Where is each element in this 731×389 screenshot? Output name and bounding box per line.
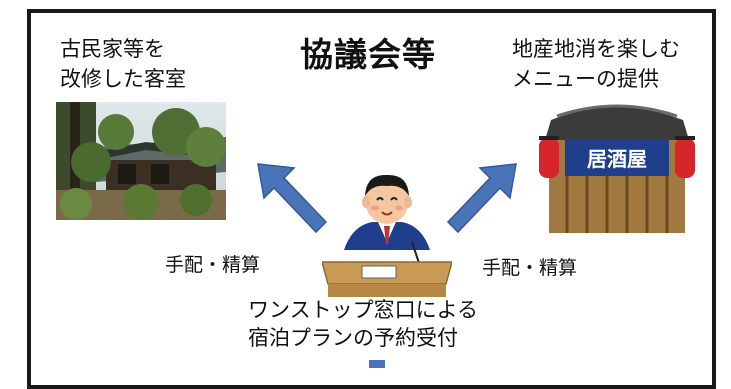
arrange-settle-label-right: 手配・精算	[482, 257, 578, 279]
one-stop-desk-label-line1: ワンストップ窓口による	[248, 298, 478, 322]
izakaya-illustration: 居酒屋	[539, 104, 695, 233]
receptionist-illustration	[322, 174, 452, 297]
guest-room-label-line1: 古民家等を	[60, 37, 165, 61]
one-stop-desk-label: ワンストップ窓口による 宿泊プランの予約受付	[248, 296, 478, 352]
arrow-up-right-icon	[446, 163, 517, 234]
guest-room-label: 古民家等を 改修した客室	[60, 34, 186, 94]
diagram-title: 協議会等	[300, 35, 436, 74]
arrange-settle-label-left: 手配・精算	[165, 254, 261, 276]
guest-room-label-line2: 改修した客室	[60, 67, 186, 91]
one-stop-desk-label-line2: 宿泊プランの予約受付	[248, 326, 458, 350]
local-menu-label: 地産地消を楽しむ メニューの提供	[512, 34, 680, 94]
arrow-up-left-icon	[257, 163, 328, 234]
local-menu-label-line2: メニューの提供	[512, 67, 659, 91]
local-menu-label-line1: 地産地消を楽しむ	[512, 37, 680, 61]
izakaya-sign-text: 居酒屋	[587, 147, 647, 171]
down-arrow-stub	[369, 360, 385, 368]
old-house-photo	[56, 102, 226, 220]
